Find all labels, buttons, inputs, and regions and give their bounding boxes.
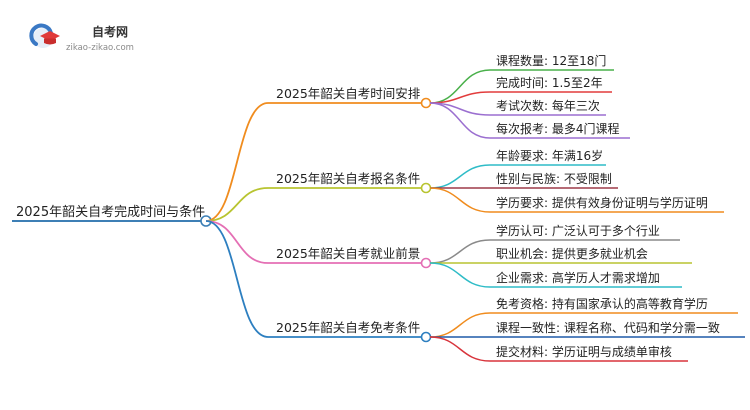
leaf-label: 学历要求: 提供有效身份证明与学历证明 [496,195,708,210]
branch-connector [205,220,269,264]
leaf-label: 提交材料: 学历证明与成绩单审核 [496,344,672,359]
leaf-connector [429,187,491,213]
branch: 2025年韶关自考报名条件 年龄要求: 年满16岁 性别与民族: 不受限制 学历… [205,148,724,222]
root-node: 2025年韶关自考完成时间与条件 [12,204,212,227]
branch-connector [205,220,269,338]
branch: 2025年韶关自考免考条件 免考资格: 持有国家承认的高等教育学历 课程一致性:… [205,220,745,362]
leaf-label: 课程数量: 12至18门 [496,53,606,68]
branch: 2025年韶关自考就业前景 学历认可: 广泛认可于多个行业 职业机会: 提供更多… [205,220,692,288]
branch-dot [420,182,432,194]
leaf-label: 企业需求: 高学历人才需求增加 [496,270,660,285]
leaf-label: 学历认可: 广泛认可于多个行业 [496,223,660,238]
logo: 自考网 zikao-zikao.com [29,23,134,53]
branch-connector [205,102,269,222]
branch-label: 2025年韶关自考就业前景 [276,246,420,261]
leaf-label: 课程一致性: 课程名称、代码和学分需一致 [496,320,720,335]
logo-url: zikao-zikao.com [66,43,134,53]
leaf-connector [429,164,491,189]
branch: 2025年韶关自考时间安排 课程数量: 12至18门 完成时间: 1.5至2年 … [205,53,630,222]
branch-dot [420,257,432,269]
leaf-connector [429,312,491,338]
branch-label: 2025年韶关自考时间安排 [276,86,421,101]
logo-title: 自考网 [92,24,128,39]
leaf-label: 性别与民族: 不受限制 [496,172,612,186]
leaf-label: 年龄要求: 年满16岁 [496,148,603,163]
branch-label: 2025年韶关自考报名条件 [276,171,420,186]
leaf-connector [429,102,491,139]
branch-dot [420,331,432,343]
branch-dot [420,97,432,109]
leaf-connector [429,336,491,362]
leaf-connector [429,239,491,264]
leaf-label: 考试次数: 每年三次 [496,98,600,113]
branch-connector [205,187,269,222]
root-label: 2025年韶关自考完成时间与条件 [16,204,205,220]
leaf-connector [429,262,491,288]
leaf-label: 每次报考: 最多4门课程 [496,121,620,136]
leaf-label: 免考资格: 持有国家承认的高等教育学历 [496,296,708,311]
leaf-label: 职业机会: 提供更多就业机会 [496,246,648,261]
graduation-cap-icon [29,23,60,48]
leaf-label: 完成时间: 1.5至2年 [496,75,603,90]
branch-label: 2025年韶关自考免考条件 [276,320,420,335]
